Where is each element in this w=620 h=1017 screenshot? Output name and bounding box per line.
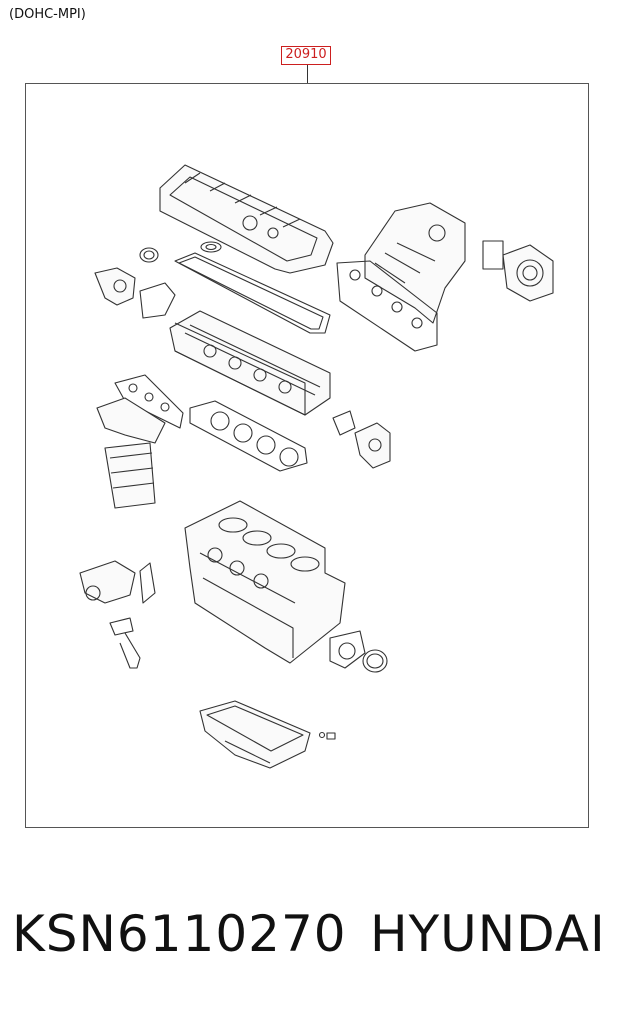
oil-seals	[139, 241, 222, 263]
exhaust-manifold-catalyst	[96, 397, 166, 509]
part-number: KSN6110270	[12, 905, 347, 963]
cylinder-head-gasket	[189, 400, 308, 472]
part-callout[interactable]: 20910	[281, 46, 331, 65]
throttle-body	[482, 240, 554, 302]
cylinder-head	[169, 310, 331, 416]
rear-oil-seal	[329, 630, 388, 673]
valve-cover-gasket	[174, 252, 331, 334]
oil-strainer	[109, 617, 141, 669]
brand-name: HYUNDAI	[370, 905, 606, 963]
oil-pan	[199, 700, 311, 769]
intake-manifold	[364, 202, 466, 324]
engine-gasket-kit-drawing	[79, 164, 554, 769]
valve-cover	[159, 164, 334, 274]
thermostat-housing	[94, 267, 176, 319]
water-outlet	[332, 410, 391, 469]
cylinder-block	[184, 500, 346, 664]
oil-pump	[79, 560, 156, 604]
intake-manifold-gasket	[336, 260, 438, 352]
exhaust-manifold-gasket	[114, 374, 184, 429]
footer: KSN6110270 HYUNDAI	[0, 905, 620, 975]
callout-leader-line	[307, 65, 308, 83]
drain-plug	[318, 731, 336, 740]
diagram-frame	[25, 83, 589, 828]
engine-type-label: (DOHC-MPI)	[9, 7, 86, 22]
